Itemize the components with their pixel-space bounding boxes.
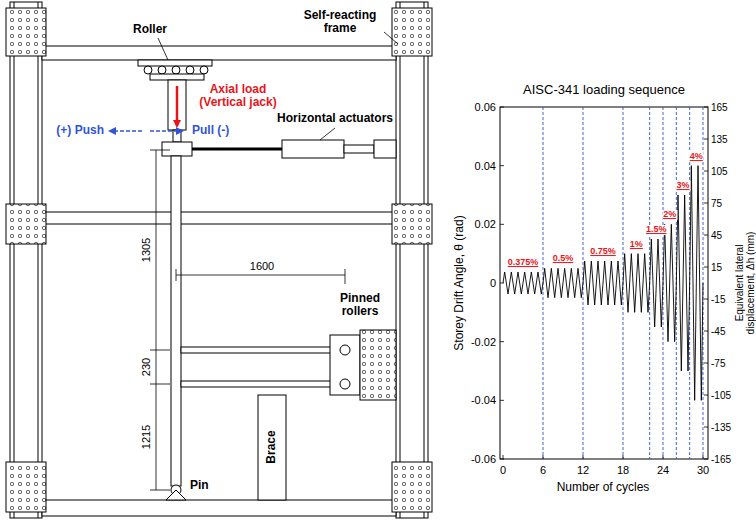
tick-label: -0.04: [471, 394, 496, 406]
amplitude-label: 1.5%: [645, 225, 668, 235]
axis-title: Storey Drift Angle, θ (rad): [453, 215, 466, 350]
axis-tick: [543, 455, 544, 459]
axis-tick: [500, 341, 504, 342]
axis-title: Number of cycles: [557, 481, 650, 494]
tick-label: 0.02: [475, 218, 496, 230]
tick-label: 165: [711, 102, 728, 113]
tick-label: 0: [500, 464, 506, 476]
tick-label: 18: [617, 464, 629, 476]
plot-frame: [500, 107, 708, 459]
amplitude-label: 1%: [629, 240, 644, 250]
tick-label: -0.02: [471, 336, 496, 348]
tick-label: 105: [711, 166, 728, 177]
axis-tick: [500, 400, 504, 401]
tick-label: 0.04: [475, 160, 496, 172]
tick-label: -135: [711, 422, 731, 433]
tick-label: 0.06: [475, 101, 496, 113]
axis-tick: [704, 203, 708, 204]
part-label: Pinned rollers: [324, 292, 396, 318]
tick-label: -165: [711, 454, 731, 465]
axis-title: Equivalent lateral displacement, Δh (mm): [734, 221, 756, 346]
tick-label: -105: [711, 390, 731, 401]
tick-label: -0.06: [471, 453, 496, 465]
axis-tick: [704, 267, 708, 268]
chart-title: AISC-341 loading sequence: [523, 83, 685, 97]
dimension: 1600: [250, 260, 274, 272]
tick-label: 0: [490, 277, 496, 289]
part-label: Pin: [190, 479, 209, 492]
amplitude-label: 2%: [662, 210, 677, 220]
dimension: 1215: [140, 425, 152, 449]
tick-label: 45: [711, 230, 722, 241]
axis-tick: [503, 455, 504, 459]
axis-tick: [500, 165, 504, 166]
part-label: Horizontal actuators: [277, 112, 393, 125]
axis-tick: [704, 427, 708, 428]
axis-tick: [623, 455, 624, 459]
tick-label: -45: [711, 326, 725, 337]
tick-label: 30: [697, 464, 709, 476]
axis-tick: [704, 235, 708, 236]
amplitude-label: 0.375%: [507, 258, 540, 268]
axis-tick: [500, 283, 504, 284]
axis-tick: [500, 224, 504, 225]
axis-tick: [704, 459, 708, 460]
axis-tick: [704, 363, 708, 364]
axis-tick: [704, 171, 708, 172]
tick-label: 24: [657, 464, 669, 476]
amplitude-label: 3%: [675, 181, 690, 191]
part-label: Roller: [133, 23, 167, 36]
dimension: 230: [140, 358, 152, 376]
axis-tick: [704, 331, 708, 332]
axis-tick: [704, 395, 708, 396]
direction-label: (+) Push: [56, 124, 104, 137]
axis-tick: [704, 139, 708, 140]
axis-tick: [663, 455, 664, 459]
direction-label: Pull (-): [192, 124, 229, 137]
drift-history-line: [503, 166, 703, 401]
axis-tick: [583, 455, 584, 459]
amplitude-label: 0.5%: [552, 254, 575, 264]
amplitude-label: 0.75%: [589, 247, 617, 257]
tick-label: -15: [711, 294, 725, 305]
tick-label: 6: [540, 464, 546, 476]
tick-label: 15: [711, 262, 722, 273]
part-label: Self-reacting frame: [294, 9, 386, 35]
dimension: 1305: [140, 238, 152, 262]
tick-label: -75: [711, 358, 725, 369]
axis-tick: [703, 455, 704, 459]
tick-label: 12: [577, 464, 589, 476]
load-label: Axial load (Vertical jack): [190, 83, 286, 109]
tick-label: 75: [711, 198, 722, 209]
tick-label: 135: [711, 134, 728, 145]
axis-tick: [704, 299, 708, 300]
amplitude-label: 4%: [689, 152, 704, 162]
axis-tick: [500, 107, 504, 108]
axis-tick: [704, 107, 708, 108]
part-label: Brace: [265, 430, 278, 463]
